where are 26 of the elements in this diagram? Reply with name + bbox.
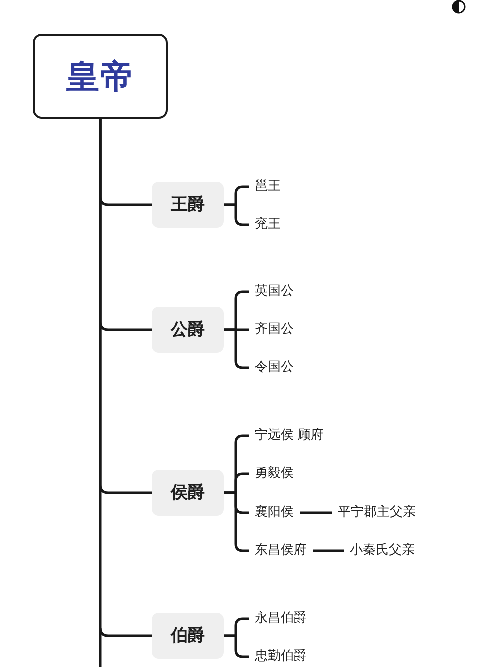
name-label: 小秦氏父亲 [344, 542, 421, 560]
name-label: 东昌侯府 [249, 542, 313, 560]
title-label: 皇帝 [66, 56, 134, 96]
rank-label: 伯爵 [171, 626, 205, 646]
name-label: 令国公 [249, 359, 300, 377]
rank-box [152, 470, 224, 516]
name-label: 宁远侯 顾府 [249, 427, 330, 445]
name-label: 永昌伯爵 [249, 610, 313, 628]
rank-label: 侯爵 [171, 482, 205, 504]
connector-line [99, 119, 152, 638]
name-label: 兖王 [249, 216, 287, 234]
connector-line [300, 512, 332, 514]
root-box [33, 34, 168, 119]
name-label: 齐国公 [249, 321, 300, 339]
name-label: 英国公 [249, 283, 300, 301]
name-label: 平宁郡主父亲 [332, 504, 422, 522]
rank-box [152, 613, 224, 659]
name-label: 勇毅侯 [249, 465, 300, 483]
rank-label: 王爵 [171, 194, 205, 216]
rank-box [152, 307, 224, 353]
rank-box [152, 182, 224, 228]
rank-label: 公爵 [171, 320, 205, 340]
connector-line [313, 550, 344, 552]
name-label: 忠勤伯爵 [249, 648, 313, 666]
name-label: 襄阳侯 [249, 504, 300, 522]
name-label: 邕王 [249, 178, 287, 196]
